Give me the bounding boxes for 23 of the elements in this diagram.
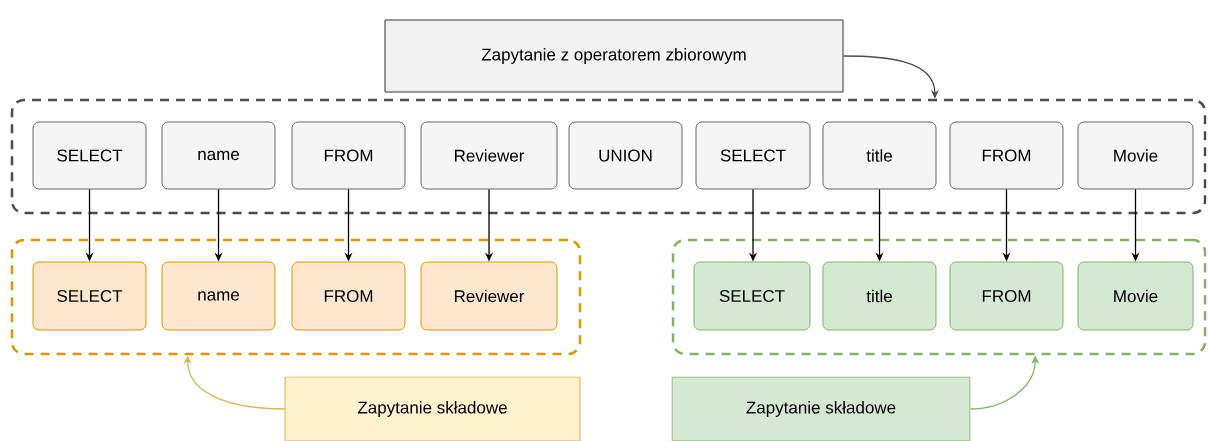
keyword-box: name [161, 121, 276, 190]
note-box: Zapytanie z operatorem zbiorowym [384, 19, 844, 93]
keyword-box: UNION [568, 121, 683, 190]
keyword-box: FROM [291, 121, 406, 190]
keyword-box: SELECT [32, 121, 147, 190]
keyword-box: FROM [949, 261, 1064, 331]
dashed-group-box [10, 238, 582, 356]
keyword-box: SELECT [693, 261, 811, 331]
keyword-box: name [161, 261, 276, 331]
dashed-group-box [10, 98, 1207, 215]
keyword-box: Movie [1077, 121, 1194, 190]
keyword-box: title [822, 121, 937, 190]
keyword-box: FROM [291, 261, 406, 331]
keyword-box: SELECT [695, 121, 811, 190]
dashed-group-box [671, 238, 1207, 356]
note-box: Zapytanie składowe [284, 376, 581, 441]
keyword-box: FROM [949, 121, 1064, 190]
keyword-box: SELECT [32, 261, 147, 331]
keyword-box: Reviewer [420, 121, 558, 190]
keyword-box: Reviewer [420, 261, 558, 331]
note-box: Zapytanie składowe [671, 376, 971, 441]
keyword-box: Movie [1077, 261, 1194, 331]
keyword-box: title [822, 261, 937, 331]
